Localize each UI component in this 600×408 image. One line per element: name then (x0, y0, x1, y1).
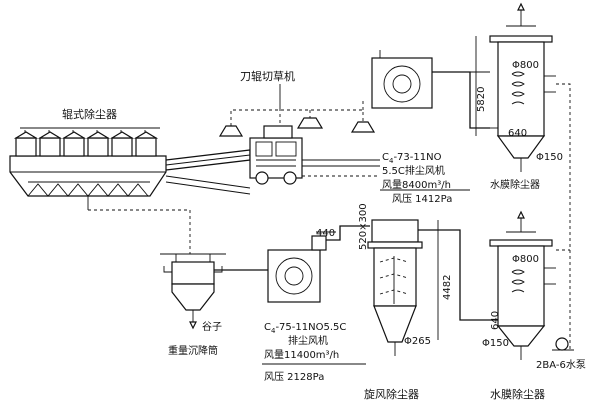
filter-bag-1 (13, 130, 39, 157)
water-film-2-label: 水膜除尘器 (490, 387, 545, 401)
water-film-1-label: 水膜除尘器 (490, 178, 540, 191)
fan2-line4: 风压 2128Pa (264, 371, 324, 383)
grain-label: 谷子 (202, 321, 222, 333)
dim-440: 440 (316, 228, 335, 239)
fan1-line3: 风量8400m³/h (382, 179, 451, 191)
filter-bag-2 (37, 130, 63, 157)
svg-text:C4-73-11NO: C4-73-11NO (382, 152, 442, 165)
fan2-line3: 风量11400m³/h (264, 349, 339, 361)
dim-640-b: 640 (490, 311, 501, 330)
fan1-line4: 风压 1412Pa (392, 193, 452, 205)
water-supply-pipe (556, 83, 571, 351)
filter-bag-5 (109, 130, 135, 157)
fan1-model-sub: 4 (389, 157, 394, 165)
water-film-collector-1: Φ800 640 Φ150 5820 水膜除尘器 (475, 2, 563, 191)
dim-phi150-b: Φ150 (482, 338, 509, 349)
svg-text:C4-75-11NO5.5C: C4-75-11NO5.5C (264, 322, 346, 335)
filter-bag-6 (133, 130, 159, 157)
exhaust-fan-2: 440 (267, 225, 370, 303)
filter-bag-4 (85, 130, 111, 157)
dim-phi800-b: Φ800 (512, 254, 539, 265)
dim-520x300: 520×300 (358, 203, 369, 250)
fan2-model-sub: 4 (271, 327, 276, 335)
cutter-label: 刀辊切草机 (240, 69, 295, 83)
dim-phi265: Φ265 (404, 336, 431, 347)
fan1-line2: 5.5C排尘风机 (382, 164, 445, 177)
water-film-collector-2: Φ800 640 Φ150 水膜除尘器 (482, 210, 556, 401)
dim-5820: 5820 (476, 87, 487, 112)
cyclone-label: 旋风除尘器 (364, 387, 419, 401)
grass-cutter: 刀辊切草机 (218, 69, 380, 185)
dim-phi800-a: Φ800 (512, 60, 539, 71)
fan2-line2: 排尘风机 (288, 334, 328, 347)
fan1-model-a: C (382, 152, 389, 163)
settling-cylinder: 谷子 重量沉降筒 (88, 209, 268, 357)
dim-640-a: 640 (508, 128, 527, 139)
roller-collector-label: 辊式除尘器 (62, 107, 117, 121)
fan2-model-b: -75-11NO5.5C (275, 322, 346, 333)
cyclone-collector: 520×300 Φ265 旋风除尘器 4482 (358, 203, 500, 401)
fan2-model-a: C (264, 322, 271, 333)
cutter-wheel-2 (283, 171, 297, 185)
fan1-model-b: -73-11NO (393, 152, 441, 163)
roller-dust-collector: 辊式除尘器 (9, 107, 167, 210)
fan2-spec: C4-75-11NO5.5C 排尘风机 风量11400m³/h 风压 2128P… (262, 322, 366, 383)
water-pump: 2BA-6水泵 (536, 337, 586, 371)
filter-bag-3 (61, 130, 87, 157)
dim-phi150-a: Φ150 (536, 152, 563, 163)
pump-label: 2BA-6水泵 (536, 359, 586, 371)
cutter-wheel-1 (255, 171, 269, 185)
conveyor-duct (165, 149, 251, 195)
fan1-spec: C4-73-11NO 5.5C排尘风机 风量8400m³/h 风压 1412Pa (380, 152, 470, 205)
exhaust-fan-1 (371, 50, 490, 129)
settling-label: 重量沉降筒 (168, 344, 218, 357)
dim-4482: 4482 (442, 275, 453, 300)
